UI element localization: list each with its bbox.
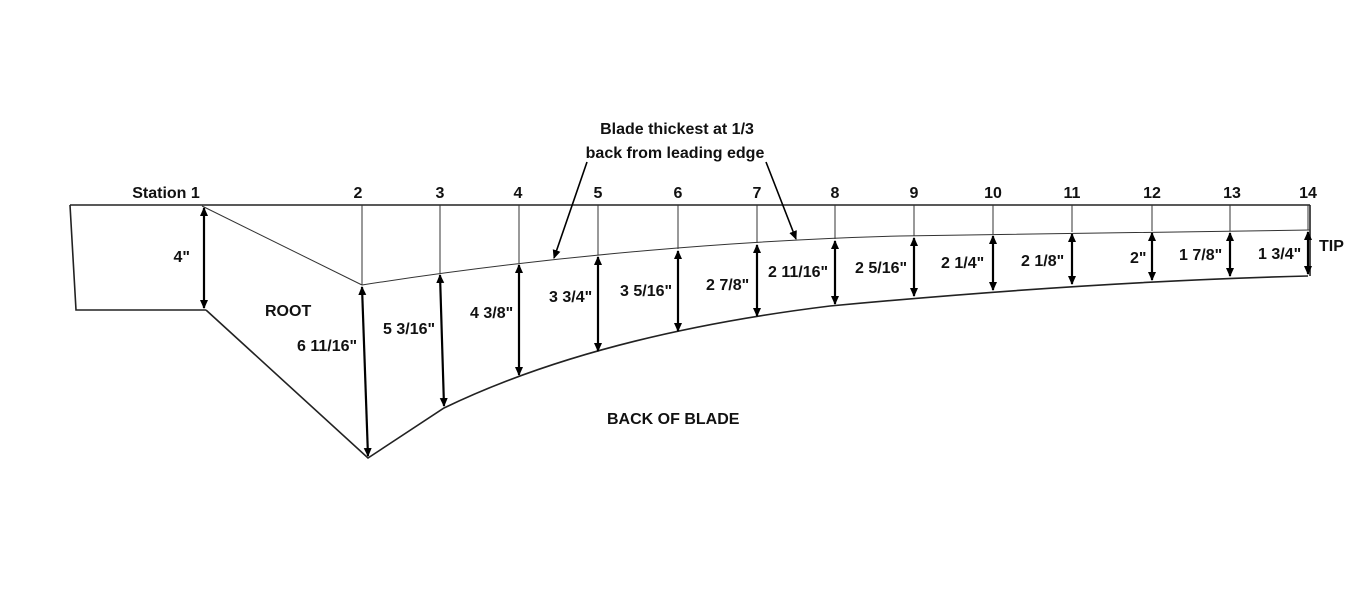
annotation: Blade thickest at 1/3 back from leading … — [552, 121, 797, 259]
station-3: 3 5 3/16" — [383, 185, 448, 407]
station-label: 14 — [1299, 185, 1317, 202]
thickness-measurement: 2 11/16" — [768, 264, 828, 281]
thickness-measurement: 4" — [174, 249, 190, 266]
thickness-measurement: 4 3/8" — [470, 305, 513, 322]
station-11: 11 2 1/8" — [1021, 185, 1081, 285]
station-label: 4 — [514, 185, 523, 202]
root-label: ROOT — [265, 303, 311, 320]
station-label: 8 — [831, 185, 840, 202]
thickness-measurement: 2 7/8" — [706, 277, 749, 294]
station-label: 11 — [1064, 185, 1081, 202]
station-label: 5 — [594, 185, 603, 202]
thickness-arrow — [436, 274, 448, 407]
station-label: 10 — [984, 185, 1002, 202]
station-1: Station 1 4" — [132, 185, 208, 309]
station-5: 5 3 3/4" — [549, 185, 603, 352]
thickness-measurement: 2 1/8" — [1021, 253, 1064, 270]
annotation-arrow-left — [552, 161, 588, 259]
station-label: 3 — [436, 185, 445, 202]
thickness-arrow — [358, 286, 372, 457]
station-7: 7 2 7/8" — [706, 185, 762, 317]
back-of-blade-label: BACK OF BLADE — [607, 411, 740, 428]
annotation-arrow-right — [765, 161, 797, 240]
station-label: 6 — [674, 185, 683, 202]
thickness-measurement: 2 1/4" — [941, 255, 984, 272]
station-label: 13 — [1223, 185, 1241, 202]
station-10: 10 2 1/4" — [941, 185, 1002, 291]
station-6: 6 3 5/16" — [620, 185, 683, 332]
station-2: 2 6 11/16" — [297, 185, 372, 457]
thickness-measurement: 1 7/8" — [1179, 247, 1222, 264]
station-14: 14 1 3/4" — [1258, 185, 1317, 275]
station-13: 13 1 7/8" — [1179, 185, 1241, 277]
station-9: 9 2 5/16" — [855, 185, 919, 297]
station-label: 9 — [910, 185, 919, 202]
thickness-measurement: 3 5/16" — [620, 283, 672, 300]
station-8: 8 2 11/16" — [768, 185, 840, 305]
tip-label: TIP — [1319, 238, 1344, 255]
station-label: Station 1 — [132, 185, 200, 202]
annotation-line-2: back from leading edge — [586, 145, 765, 162]
station-label: 7 — [753, 185, 762, 202]
thickness-measurement: 3 3/4" — [549, 289, 592, 306]
station-label: 2 — [354, 185, 363, 202]
blade-outline — [69, 204, 1311, 460]
station-label: 12 — [1143, 185, 1161, 202]
station-12: 12 2" — [1130, 185, 1161, 281]
thickness-measurement: 2 5/16" — [855, 260, 907, 277]
annotation-line-1: Blade thickest at 1/3 — [600, 121, 754, 138]
thickness-measurement: 1 3/4" — [1258, 246, 1301, 263]
stations-layer: Station 1 4" 2 6 11/16" 3 5 3/16" 4 4 3/8" 5 3 3/… — [132, 185, 1317, 457]
thickness-measurement: 5 3/16" — [383, 321, 435, 338]
station-4: 4 4 3/8" — [470, 185, 523, 376]
thickness-measurement: 2" — [1130, 250, 1146, 267]
thickness-measurement: 6 11/16" — [297, 338, 357, 355]
